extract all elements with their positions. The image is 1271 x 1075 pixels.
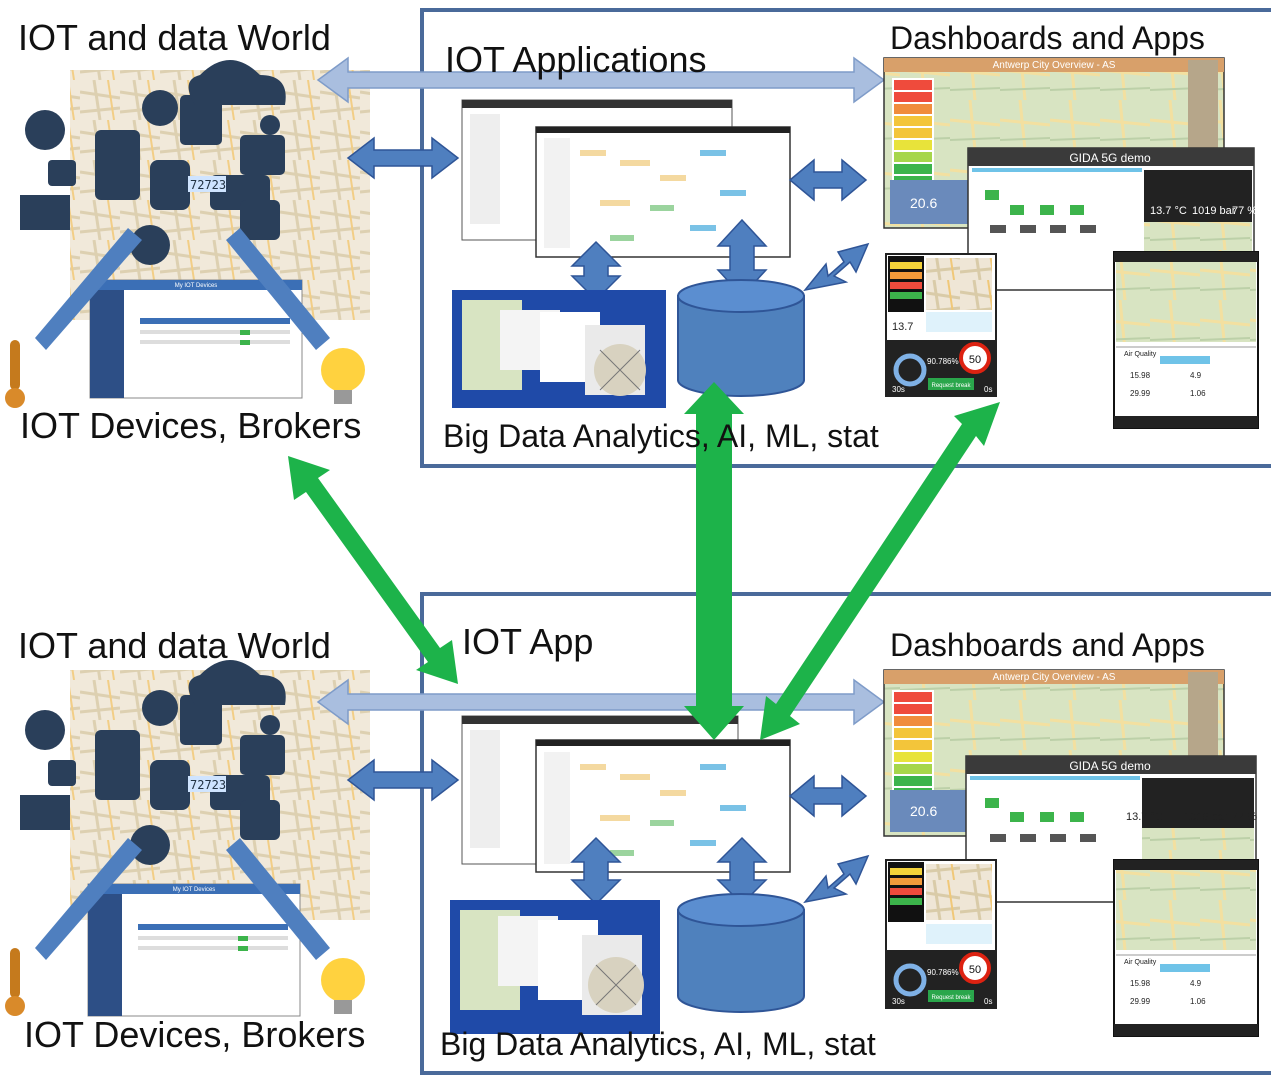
top-devices-label: IOT Devices, Brokers [20, 405, 362, 446]
bottom-demo-title: GIDA 5G demo [1069, 759, 1151, 773]
top-mobile-v4: 1.06 [1190, 389, 1206, 398]
green-arrow-mobile-to-flow [760, 402, 1000, 740]
top-device-arrow-left [35, 228, 142, 350]
top-temp-value: 13.7 °C [1150, 205, 1187, 217]
bottom-mobile-v3: 29.99 [1130, 997, 1151, 1006]
top-mobile-v3: 29.99 [1130, 389, 1151, 398]
top-request-label: Request break [931, 383, 971, 389]
bottom-db-mobile-arrow [803, 854, 870, 904]
svg-text:72723: 72723 [190, 778, 226, 792]
bottom-devices-title: My IOT Devices [173, 887, 216, 893]
bottom-flow-screenshot [461, 715, 791, 873]
top-devices-screenshot [89, 279, 303, 399]
top-demo-title: GIDA 5G demo [1069, 151, 1151, 165]
top-bulb-icon [321, 348, 365, 404]
top-city-title: Antwerp City Overview - AS [993, 60, 1116, 71]
bottom-world-label: IOT and data World [18, 625, 331, 666]
bottom-dash-gauge [885, 859, 997, 1009]
bottom-humidity-value: 77 % [1232, 811, 1257, 823]
bottom-city-title: Antwerp City Overview - AS [993, 672, 1116, 683]
bottom-thermometer-icon [5, 948, 25, 1016]
bottom-mobile-aq: Air Quality [1124, 959, 1157, 966]
top-analytics-screenshot [452, 290, 666, 408]
top-humidity-value: 77 % [1232, 205, 1257, 217]
bottom-t2: 0s [984, 997, 992, 1006]
top-world-label: IOT and data World [18, 17, 331, 58]
bottom-analytics-label: Big Data Analytics, AI, ML, stat [440, 1026, 876, 1062]
bottom-device-arrow-left [35, 838, 142, 960]
top-flow-dash-arrow [788, 158, 868, 202]
green-arrow-db-vertical [684, 382, 744, 740]
top-pressure-value: 1019 bar [1192, 205, 1236, 217]
top-mobile-v1: 15.98 [1130, 371, 1151, 380]
bottom-devices-screenshot [87, 883, 301, 1017]
bottom-dash-mobile [1113, 859, 1259, 1037]
top-gauge-value: 20.6 [910, 195, 937, 211]
top-dash-label: Dashboards and Apps [890, 20, 1205, 56]
top-app-label: IOT Applications [445, 39, 707, 80]
top-percent-value: 90.786% [927, 357, 959, 366]
bottom-gauge-value: 20.6 [910, 803, 937, 819]
top-mobile-v2: 4.9 [1190, 371, 1202, 380]
top-small-value: 13.7 [892, 321, 913, 333]
bottom-database-icon [677, 893, 805, 1013]
top-devices-title: My IOT Devices [175, 283, 218, 289]
top-t2: 0s [984, 385, 992, 394]
top-mobile-aq: Air Quality [1124, 351, 1157, 358]
top-iot-world-illustration: 72723 [20, 60, 370, 320]
bottom-world-flow-arrow [346, 758, 460, 802]
bottom-iot-world-illustration: 72723 [20, 660, 370, 920]
top-dash-gauge [885, 253, 997, 397]
top-dash-mobile [1113, 251, 1259, 429]
bottom-dash-city: 20.6 [883, 669, 1225, 837]
bottom-app-label: IOT App [462, 621, 594, 662]
bottom-speed-limit: 50 [969, 964, 981, 976]
top-db-mobile-arrow [803, 242, 870, 292]
bottom-mobile-v4: 1.06 [1190, 997, 1206, 1006]
svg-text:72723: 72723 [190, 178, 226, 192]
bottom-dash-label: Dashboards and Apps [890, 627, 1205, 663]
bottom-t1: 30s [892, 997, 905, 1006]
top-thermometer-icon [5, 340, 25, 408]
bottom-device-arrow-right [226, 838, 330, 960]
top-database-icon [677, 279, 805, 397]
top-device-arrow-right [226, 228, 330, 350]
green-arrow-devices-to-app [288, 456, 458, 684]
top-flow-screenshot [461, 99, 791, 258]
bottom-percent-value: 90.786% [927, 968, 959, 977]
bottom-request-label: Request break [931, 995, 971, 1001]
top-world-flow-arrow [346, 136, 460, 180]
top-analytics-label: Big Data Analytics, AI, ML, stat [443, 418, 879, 454]
bottom-flow-dash-arrow [788, 774, 868, 818]
bottom-pressure-value: 1019 bar [1184, 811, 1228, 823]
top-t1: 30s [892, 385, 905, 394]
top-speed-limit: 50 [969, 354, 981, 366]
bottom-bulb-icon [321, 958, 365, 1014]
bottom-mobile-v1: 15.98 [1130, 979, 1151, 988]
bottom-analytics-screenshot [450, 900, 660, 1034]
bottom-mobile-v2: 4.9 [1190, 979, 1202, 988]
bottom-devices-label: IOT Devices, Brokers [24, 1014, 366, 1055]
bottom-temp-value: 13.7 °C [1126, 811, 1163, 823]
